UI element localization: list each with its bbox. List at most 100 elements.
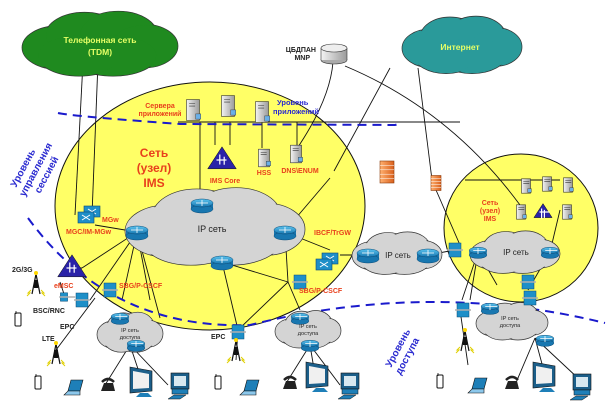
link <box>74 61 84 216</box>
switch-icon <box>522 290 538 306</box>
epc-left-label: EPC <box>60 324 74 331</box>
monitor-icon <box>305 361 329 392</box>
link <box>333 67 391 172</box>
tdm-cloud <box>21 10 179 77</box>
router-icon <box>190 198 214 214</box>
router-icon <box>300 339 320 352</box>
link <box>91 61 99 216</box>
server-icon <box>562 204 573 220</box>
mgc-label: MGC/IM-MGw <box>66 229 112 236</box>
switch-icon <box>102 282 118 298</box>
ims-small-title-3: IMS <box>484 216 497 223</box>
monitor-icon <box>129 366 153 397</box>
2g3g-label: 2G/3G <box>12 267 33 274</box>
laptop-icon <box>239 379 260 396</box>
hss-server-icon <box>258 148 271 168</box>
link <box>417 67 433 181</box>
ip-right-label: IP сеть <box>503 248 529 257</box>
switch-icon <box>230 324 246 340</box>
access-cloud-right <box>475 302 549 341</box>
server-icon <box>563 177 574 193</box>
monitor-icon <box>532 361 556 392</box>
lte-tower-icon <box>226 338 246 364</box>
ims-small-title: Сеть <box>482 200 499 207</box>
router-icon <box>540 246 560 259</box>
tdm-cloud-label: Телефонная сеть <box>63 35 136 45</box>
mobile-phone-icon <box>14 311 22 327</box>
sbg-left-label: SBG/P-CSCF <box>119 283 163 290</box>
ip-core-label: IP сеть <box>198 224 227 234</box>
switch-icon <box>520 274 536 290</box>
access-cloud-right-label: IP сеть <box>501 316 519 322</box>
app-server-icon <box>186 99 202 121</box>
emsc-icon <box>57 254 87 278</box>
router-icon <box>273 225 297 241</box>
dns-enum-server-icon <box>290 144 303 164</box>
tdm-cloud-label-2: (TDM) <box>88 47 112 57</box>
switch-icon <box>292 274 308 290</box>
router-icon <box>416 248 440 264</box>
switch-icon <box>74 292 90 308</box>
ims-main-title-3: IMS <box>143 176 164 190</box>
hss-label: HSS <box>257 170 272 177</box>
server-icon <box>521 178 532 194</box>
phone-icon <box>505 375 519 389</box>
mgw-label: MGw <box>102 217 119 224</box>
app-server-icon <box>255 101 271 123</box>
connection-lines <box>55 61 581 386</box>
access-cloud-left-label: IP сеть <box>121 328 139 334</box>
firewall-icon <box>379 160 395 184</box>
lte-tower-icon <box>455 328 475 354</box>
router-icon <box>125 225 149 241</box>
router-icon <box>290 312 310 325</box>
ims-small-area <box>443 153 599 303</box>
ibcf-gateway-icon <box>315 252 339 271</box>
router-icon <box>126 339 146 352</box>
link <box>295 61 334 151</box>
bsc-rnc-label: BSC/RNC <box>33 308 65 315</box>
router-icon <box>480 302 500 315</box>
server-icon <box>516 204 527 220</box>
ims-core-label: IMS Core <box>210 178 240 185</box>
link <box>237 281 289 331</box>
firewall-icon <box>430 175 442 191</box>
router-icon <box>210 255 234 271</box>
ims-core-icon <box>207 146 237 170</box>
internet-cloud <box>401 15 523 74</box>
router-icon <box>468 246 488 259</box>
db-label-2: MNP <box>294 55 310 62</box>
lte-label: LTE <box>42 336 55 343</box>
emsc-label: eMSC <box>54 283 73 290</box>
router-icon <box>356 248 380 264</box>
access-cloud-mid-label-2: доступа <box>298 331 319 337</box>
link <box>514 337 536 386</box>
ims-small-title-2: (узел) <box>480 208 500 215</box>
ims-main-title: Сеть <box>140 146 168 160</box>
link <box>55 297 96 351</box>
ip-core-cloud <box>124 187 306 266</box>
laptop-icon <box>63 379 84 396</box>
link <box>89 231 138 301</box>
mobile-phone-icon <box>436 373 444 389</box>
ip-transit-label: IP сеть <box>385 251 411 260</box>
2g3g-tower-icon <box>26 271 46 297</box>
ibcf-label: IBCF/TrGW <box>314 230 351 237</box>
computer-icon <box>569 373 592 401</box>
switch-icon <box>59 292 76 302</box>
phone-icon <box>101 377 115 391</box>
dns-enum-label: DNS\ENUM <box>281 168 319 175</box>
apps-level-label: Уровень <box>277 98 309 107</box>
mgw-gateway-icon <box>77 205 101 224</box>
access-cloud-mid-label: IP сеть <box>299 324 317 330</box>
app-servers-label: Сервера <box>145 103 175 110</box>
link <box>287 281 301 311</box>
link <box>221 261 239 331</box>
apps-level-label-2: приложений <box>273 107 319 116</box>
phone-icon <box>283 375 297 389</box>
devices <box>14 43 592 401</box>
apps-level-boundary <box>57 112 400 127</box>
database-icon <box>320 43 348 65</box>
sbg-mid-label: SBG/P-CSCF <box>299 288 343 295</box>
db-label: ЦБДПАН <box>286 47 316 54</box>
